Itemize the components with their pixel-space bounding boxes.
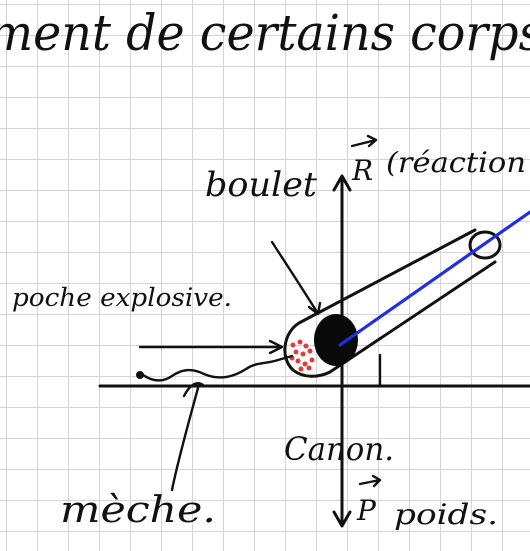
vector-r-symbol: R: [350, 134, 378, 187]
boulet-pointer-line: [270, 240, 319, 314]
meche-pointer-hook: [182, 382, 206, 398]
vector-p-symbol: P: [356, 474, 382, 527]
label-reaction: (réaction: [386, 146, 526, 179]
explosive-charge: [289, 339, 315, 372]
vector-p-letter: P: [356, 494, 377, 527]
vector-r-letter: R: [351, 154, 373, 187]
cannon-muzzle: [468, 230, 502, 260]
launch-axis: [338, 210, 530, 347]
vector-r-arrowhead: [332, 174, 352, 192]
poche-pointer-arrowhead: [268, 339, 284, 355]
vector-p-arrowhead: [332, 510, 352, 528]
cannon-barrel: [283, 228, 497, 378]
label-boulet: boulet: [205, 165, 317, 205]
fuse-end: [136, 371, 144, 379]
vector-p-overarrow: [358, 474, 382, 488]
label-meche: mèche.: [60, 490, 216, 531]
fuse: [141, 354, 294, 382]
label-poids: poids.: [394, 498, 498, 531]
cannon-ball: [314, 314, 358, 366]
boulet-pointer-arrowhead: [307, 301, 322, 316]
label-canon: Canon.: [284, 430, 394, 468]
vector-r-overarrow: [350, 134, 378, 148]
heading-fragment: ment de certains corps: [0, 4, 530, 62]
meche-pointer-line: [170, 386, 200, 492]
label-poche-explosive: poche explosive.: [12, 283, 232, 312]
